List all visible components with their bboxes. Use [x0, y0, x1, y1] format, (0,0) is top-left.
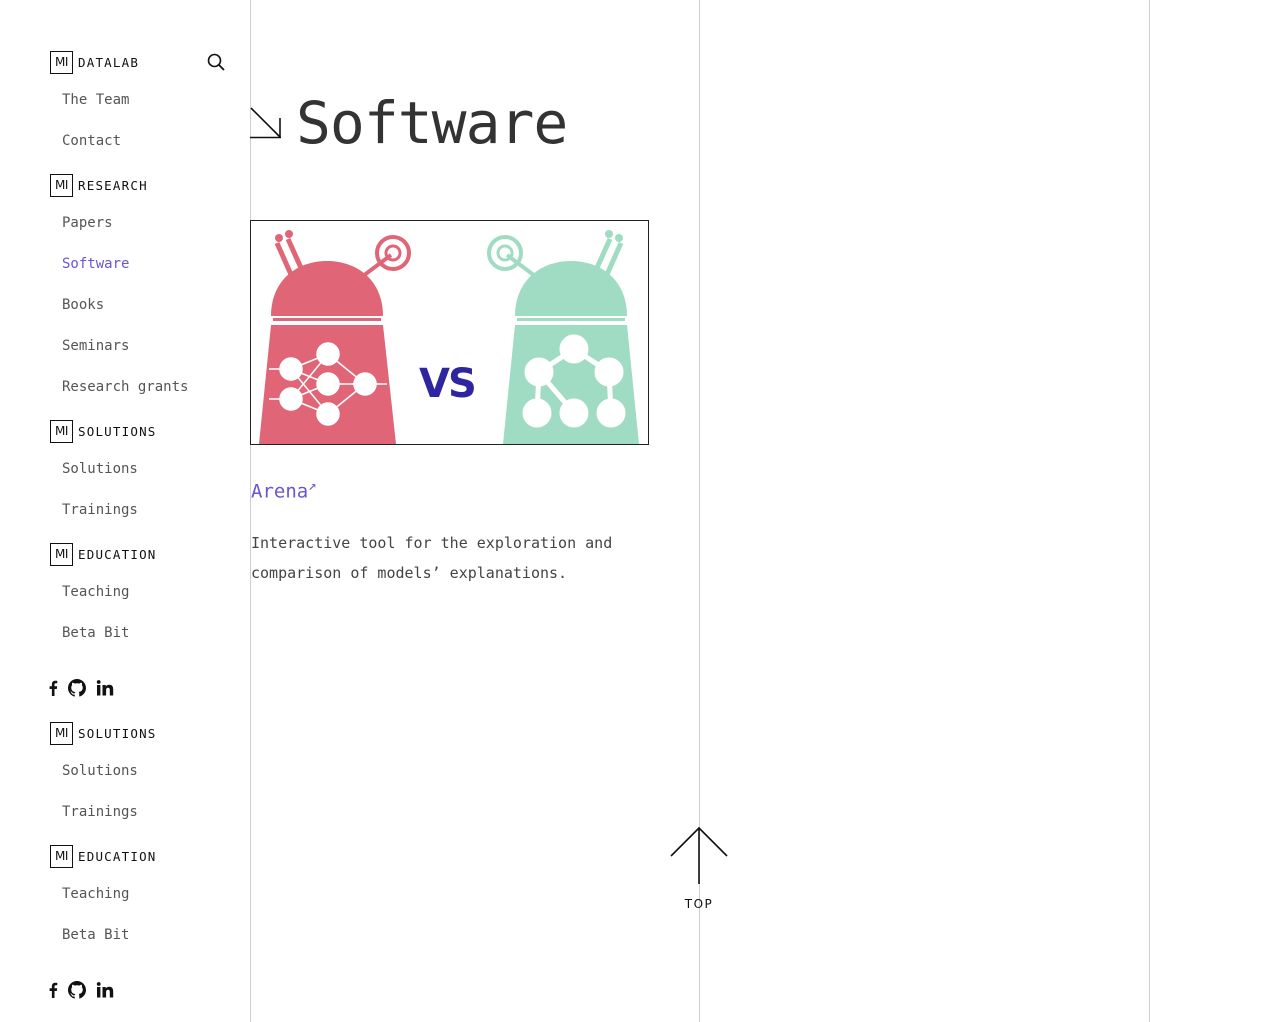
- sidebar-item-beta-bit[interactable]: Beta Bit: [62, 625, 130, 641]
- section-head-solutions[interactable]: MI SOLUTIONS: [50, 418, 157, 444]
- facebook-icon: [49, 680, 58, 696]
- card-title: Arena: [251, 480, 309, 503]
- linkedin-link[interactable]: [96, 680, 114, 696]
- sidebar-item-solutions[interactable]: Solutions: [62, 461, 138, 477]
- sidebar-item-seminars[interactable]: Seminars: [62, 338, 130, 354]
- github-icon: [68, 981, 86, 999]
- mi-logo-box: MI: [50, 542, 73, 566]
- section-head-education[interactable]: MI EDUCATION: [50, 843, 157, 869]
- mi-logo-box: MI: [50, 419, 73, 443]
- back-to-top-button[interactable]: TOP: [670, 826, 730, 916]
- social-links: [48, 678, 124, 698]
- section-head-education[interactable]: MI EDUCATION: [50, 541, 157, 567]
- arrow-up-icon: [670, 826, 728, 884]
- section-label: EDUCATION: [78, 848, 157, 864]
- search-icon: [207, 53, 225, 71]
- sidebar-item-teaching[interactable]: Teaching: [62, 584, 130, 600]
- page-header: Software: [250, 88, 568, 158]
- social-links: [48, 980, 124, 1000]
- mi-logo-box: MI: [50, 50, 73, 74]
- section-label: SOLUTIONS: [78, 423, 157, 439]
- sidebar-item-software[interactable]: Software: [62, 256, 130, 272]
- vs-label: VS: [419, 361, 475, 407]
- section-label: DATALAB: [78, 54, 140, 70]
- green-robot-icon: [487, 230, 639, 444]
- sidebar: MI DATALAB The Team Contact MI RESEARCH …: [0, 0, 250, 1022]
- card-image-link[interactable]: VS: [250, 220, 649, 445]
- linkedin-icon: [96, 680, 114, 696]
- sidebar-item-teaching[interactable]: Teaching: [62, 886, 130, 902]
- facebook-link[interactable]: [48, 680, 58, 696]
- facebook-icon: [49, 982, 58, 998]
- section-head-datalab[interactable]: MI DATALAB: [50, 49, 139, 75]
- github-link[interactable]: [68, 981, 86, 999]
- sidebar-item-the-team[interactable]: The Team: [62, 92, 130, 108]
- top-label: TOP: [684, 897, 714, 911]
- card-title-link[interactable]: Arena↗: [251, 478, 317, 502]
- external-link-arrow-icon: ↗: [308, 478, 317, 494]
- github-link[interactable]: [68, 679, 86, 697]
- sidebar-item-research-grants[interactable]: Research grants: [62, 379, 189, 395]
- arena-illustration: VS: [259, 230, 639, 444]
- sidebar-item-trainings[interactable]: Trainings: [62, 502, 138, 518]
- section-label: SOLUTIONS: [78, 725, 157, 741]
- mi-logo-box: MI: [50, 844, 73, 868]
- grid-line: [1149, 0, 1150, 1022]
- grid-line: [699, 0, 700, 1022]
- search-button[interactable]: [205, 51, 227, 73]
- red-robot-icon: [259, 230, 411, 444]
- sidebar-item-books[interactable]: Books: [62, 297, 105, 313]
- sidebar-item-solutions[interactable]: Solutions: [62, 763, 138, 779]
- sidebar-item-contact[interactable]: Contact: [62, 133, 122, 149]
- linkedin-link[interactable]: [96, 982, 114, 998]
- mi-logo-box: MI: [50, 721, 73, 745]
- section-head-research[interactable]: MI RESEARCH: [50, 172, 148, 198]
- github-icon: [68, 679, 86, 697]
- sidebar-item-papers[interactable]: Papers: [62, 215, 113, 231]
- mi-logo-box: MI: [50, 173, 73, 197]
- card-description: Interactive tool for the exploration and…: [251, 534, 613, 582]
- grid-line: [250, 0, 251, 1022]
- page-title: Software: [296, 89, 568, 157]
- sidebar-item-trainings[interactable]: Trainings: [62, 804, 138, 820]
- section-label: RESEARCH: [78, 177, 148, 193]
- facebook-link[interactable]: [48, 982, 58, 998]
- linkedin-icon: [96, 982, 114, 998]
- sidebar-item-beta-bit[interactable]: Beta Bit: [62, 927, 130, 943]
- section-label: EDUCATION: [78, 546, 157, 562]
- section-head-solutions[interactable]: MI SOLUTIONS: [50, 720, 157, 746]
- arrow-down-right-icon: [250, 107, 281, 139]
